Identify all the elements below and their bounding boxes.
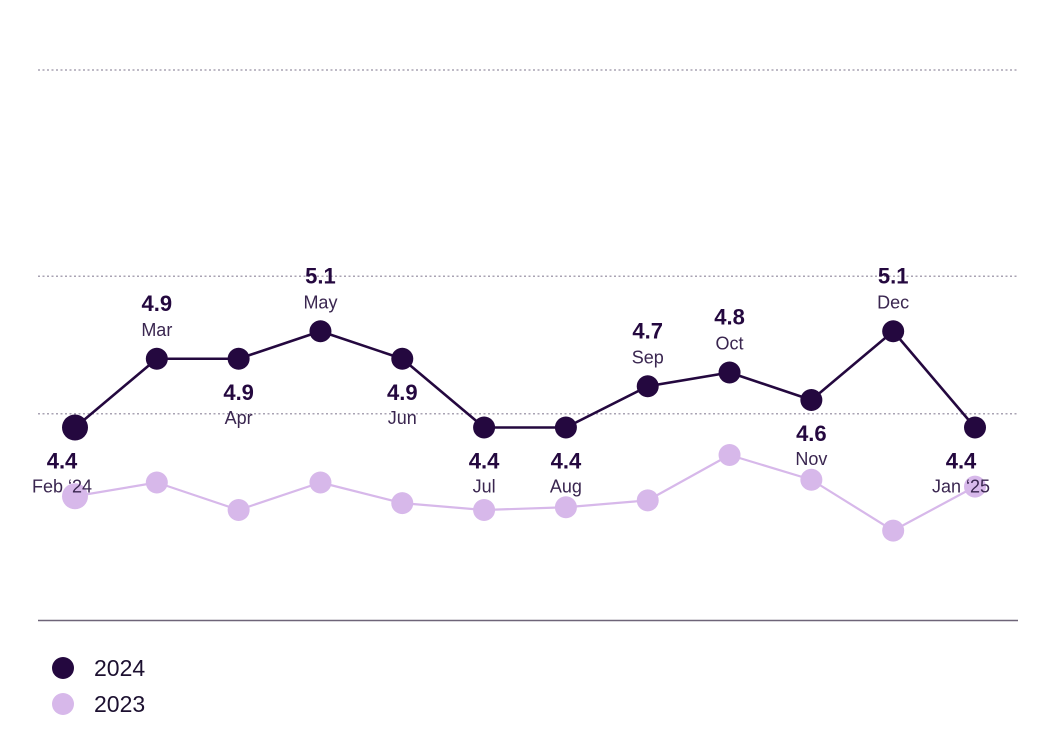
point-2024-5 [473, 416, 496, 439]
legend-label-2024: 2024 [94, 654, 146, 681]
month-label-8: Oct [716, 334, 744, 354]
point-2023-10 [882, 519, 905, 542]
point-2023-4 [391, 492, 414, 515]
point-2023-6 [554, 496, 577, 519]
legend-swatch-2023 [52, 693, 74, 715]
data-label-5: 4.4 [469, 449, 500, 474]
point-2023-9 [800, 468, 823, 491]
month-label-6: Aug [550, 477, 582, 497]
series-line-2024 [74, 329, 976, 429]
point-2024-4 [391, 347, 414, 370]
legend-item-2023: 2023 [52, 686, 145, 722]
point-2023-2 [227, 499, 250, 521]
legend-item-2024: 2024 [52, 650, 145, 686]
point-2024-6 [554, 416, 577, 439]
point-2024-3 [309, 320, 332, 343]
data-label-2: 4.9 [223, 380, 254, 405]
month-label-5: Jul [473, 477, 496, 497]
legend-swatch-2024 [52, 657, 74, 679]
data-label-8: 4.8 [714, 305, 745, 330]
point-2023-8 [718, 444, 741, 466]
point-2024-2 [227, 347, 250, 370]
point-2023-1 [145, 471, 168, 494]
point-2024-9 [800, 389, 823, 411]
data-label-9: 4.6 [796, 421, 827, 446]
data-label-10: 5.1 [878, 263, 909, 288]
data-label-11: 4.4 [946, 449, 977, 474]
series-line-2023 [74, 453, 976, 532]
month-label-9: Nov [795, 449, 827, 469]
month-label-10: Dec [877, 292, 909, 312]
point-2023-11 [964, 475, 986, 498]
month-label-4: Jun [388, 408, 417, 428]
month-label-3: May [303, 292, 337, 312]
data-label-1: 4.9 [142, 291, 173, 316]
data-label-6: 4.4 [551, 449, 582, 474]
point-2024-8 [718, 361, 741, 384]
point-2024-7 [636, 375, 659, 398]
month-label-2: Apr [225, 408, 253, 428]
chart-legend: 2024 2023 [52, 650, 145, 722]
data-label-7: 4.7 [632, 318, 663, 343]
month-label-7: Sep [632, 347, 664, 367]
point-2024-0 [62, 414, 88, 441]
month-label-0: Feb ‘24 [32, 477, 92, 497]
point-2023-0 [62, 483, 88, 510]
point-2023-5 [473, 499, 496, 521]
point-2024-10 [882, 320, 905, 343]
point-2023-3 [309, 471, 332, 494]
data-label-3: 5.1 [305, 263, 336, 288]
point-2024-11 [964, 416, 986, 439]
month-label-1: Mar [141, 320, 172, 340]
data-label-0: 4.4 [47, 449, 78, 474]
data-label-4: 4.9 [387, 380, 418, 405]
point-2023-7 [636, 489, 659, 512]
month-label-11: Jan ‘25 [932, 477, 990, 497]
point-2024-1 [145, 347, 168, 370]
legend-label-2023: 2023 [94, 690, 146, 717]
